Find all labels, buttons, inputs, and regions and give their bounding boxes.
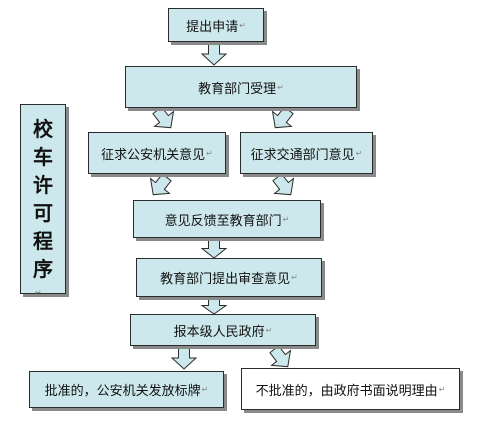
title-char: 可: [33, 201, 53, 225]
return-mark: ↵: [291, 273, 298, 282]
arrow-down-right-icon: [149, 173, 172, 196]
diagram-title: 校 车 许 可 程 序 ↵: [20, 104, 66, 297]
return-mark: ↵: [438, 384, 446, 394]
title-char: 程: [33, 229, 53, 253]
arrow-down-icon: [200, 296, 228, 315]
step-submit-application: 提出申请↵: [168, 8, 264, 42]
step-label: 批准的，公安机关发放标牌: [44, 384, 201, 399]
outcome-approved: 批准的，公安机关发放标牌↵: [29, 371, 224, 408]
title-char: 序: [33, 257, 53, 281]
title-char: 许: [33, 173, 53, 197]
step-feedback-to-education: 意见反馈至教育部门↵: [133, 200, 321, 238]
return-mark: ↵: [355, 148, 363, 158]
step-label: 征求公安机关意见: [101, 147, 206, 163]
step-report-government: 报本级人民政府↵: [130, 314, 316, 346]
return-mark: ↵: [282, 214, 290, 224]
return-mark: ↵: [201, 385, 209, 394]
step-label: 不批准的，由政府书面说明理由: [255, 383, 438, 399]
step-label: 提出申请: [186, 19, 239, 35]
step-police-opinion: 征求公安机关意见↵: [88, 132, 226, 174]
arrow-down-left-icon: [152, 106, 175, 129]
step-label: 教育部门受理: [198, 81, 277, 97]
return-mark: ↵: [239, 20, 246, 30]
step-label: 报本级人民政府: [173, 324, 265, 340]
arrow-down-right-icon: [269, 345, 292, 368]
step-traffic-opinion: 征求交通部门意见↵: [240, 132, 373, 174]
outcome-rejected: 不批准的，由政府书面说明理由↵: [241, 368, 460, 410]
return-mark: ↵: [277, 82, 284, 92]
arrow-down-icon: [200, 238, 228, 259]
arrow-down-right-icon: [271, 106, 294, 129]
return-mark: ↵: [206, 148, 213, 158]
step-education-accept: 教育部门受理↵: [125, 66, 357, 108]
arrow-down-left-icon: [272, 173, 295, 196]
step-label: 教育部门提出审查意见: [160, 272, 291, 287]
arrow-down-icon: [170, 346, 198, 370]
step-review-opinion: 教育部门提出审查意见↵: [136, 258, 322, 297]
step-label: 征求交通部门意见: [250, 147, 355, 163]
return-mark: ↵: [35, 288, 42, 297]
return-mark: ↵: [265, 325, 273, 335]
step-label: 意见反馈至教育部门: [164, 213, 282, 229]
title-char: 校: [33, 117, 53, 141]
title-char: 车: [33, 145, 53, 169]
arrow-down-icon: [200, 42, 228, 66]
